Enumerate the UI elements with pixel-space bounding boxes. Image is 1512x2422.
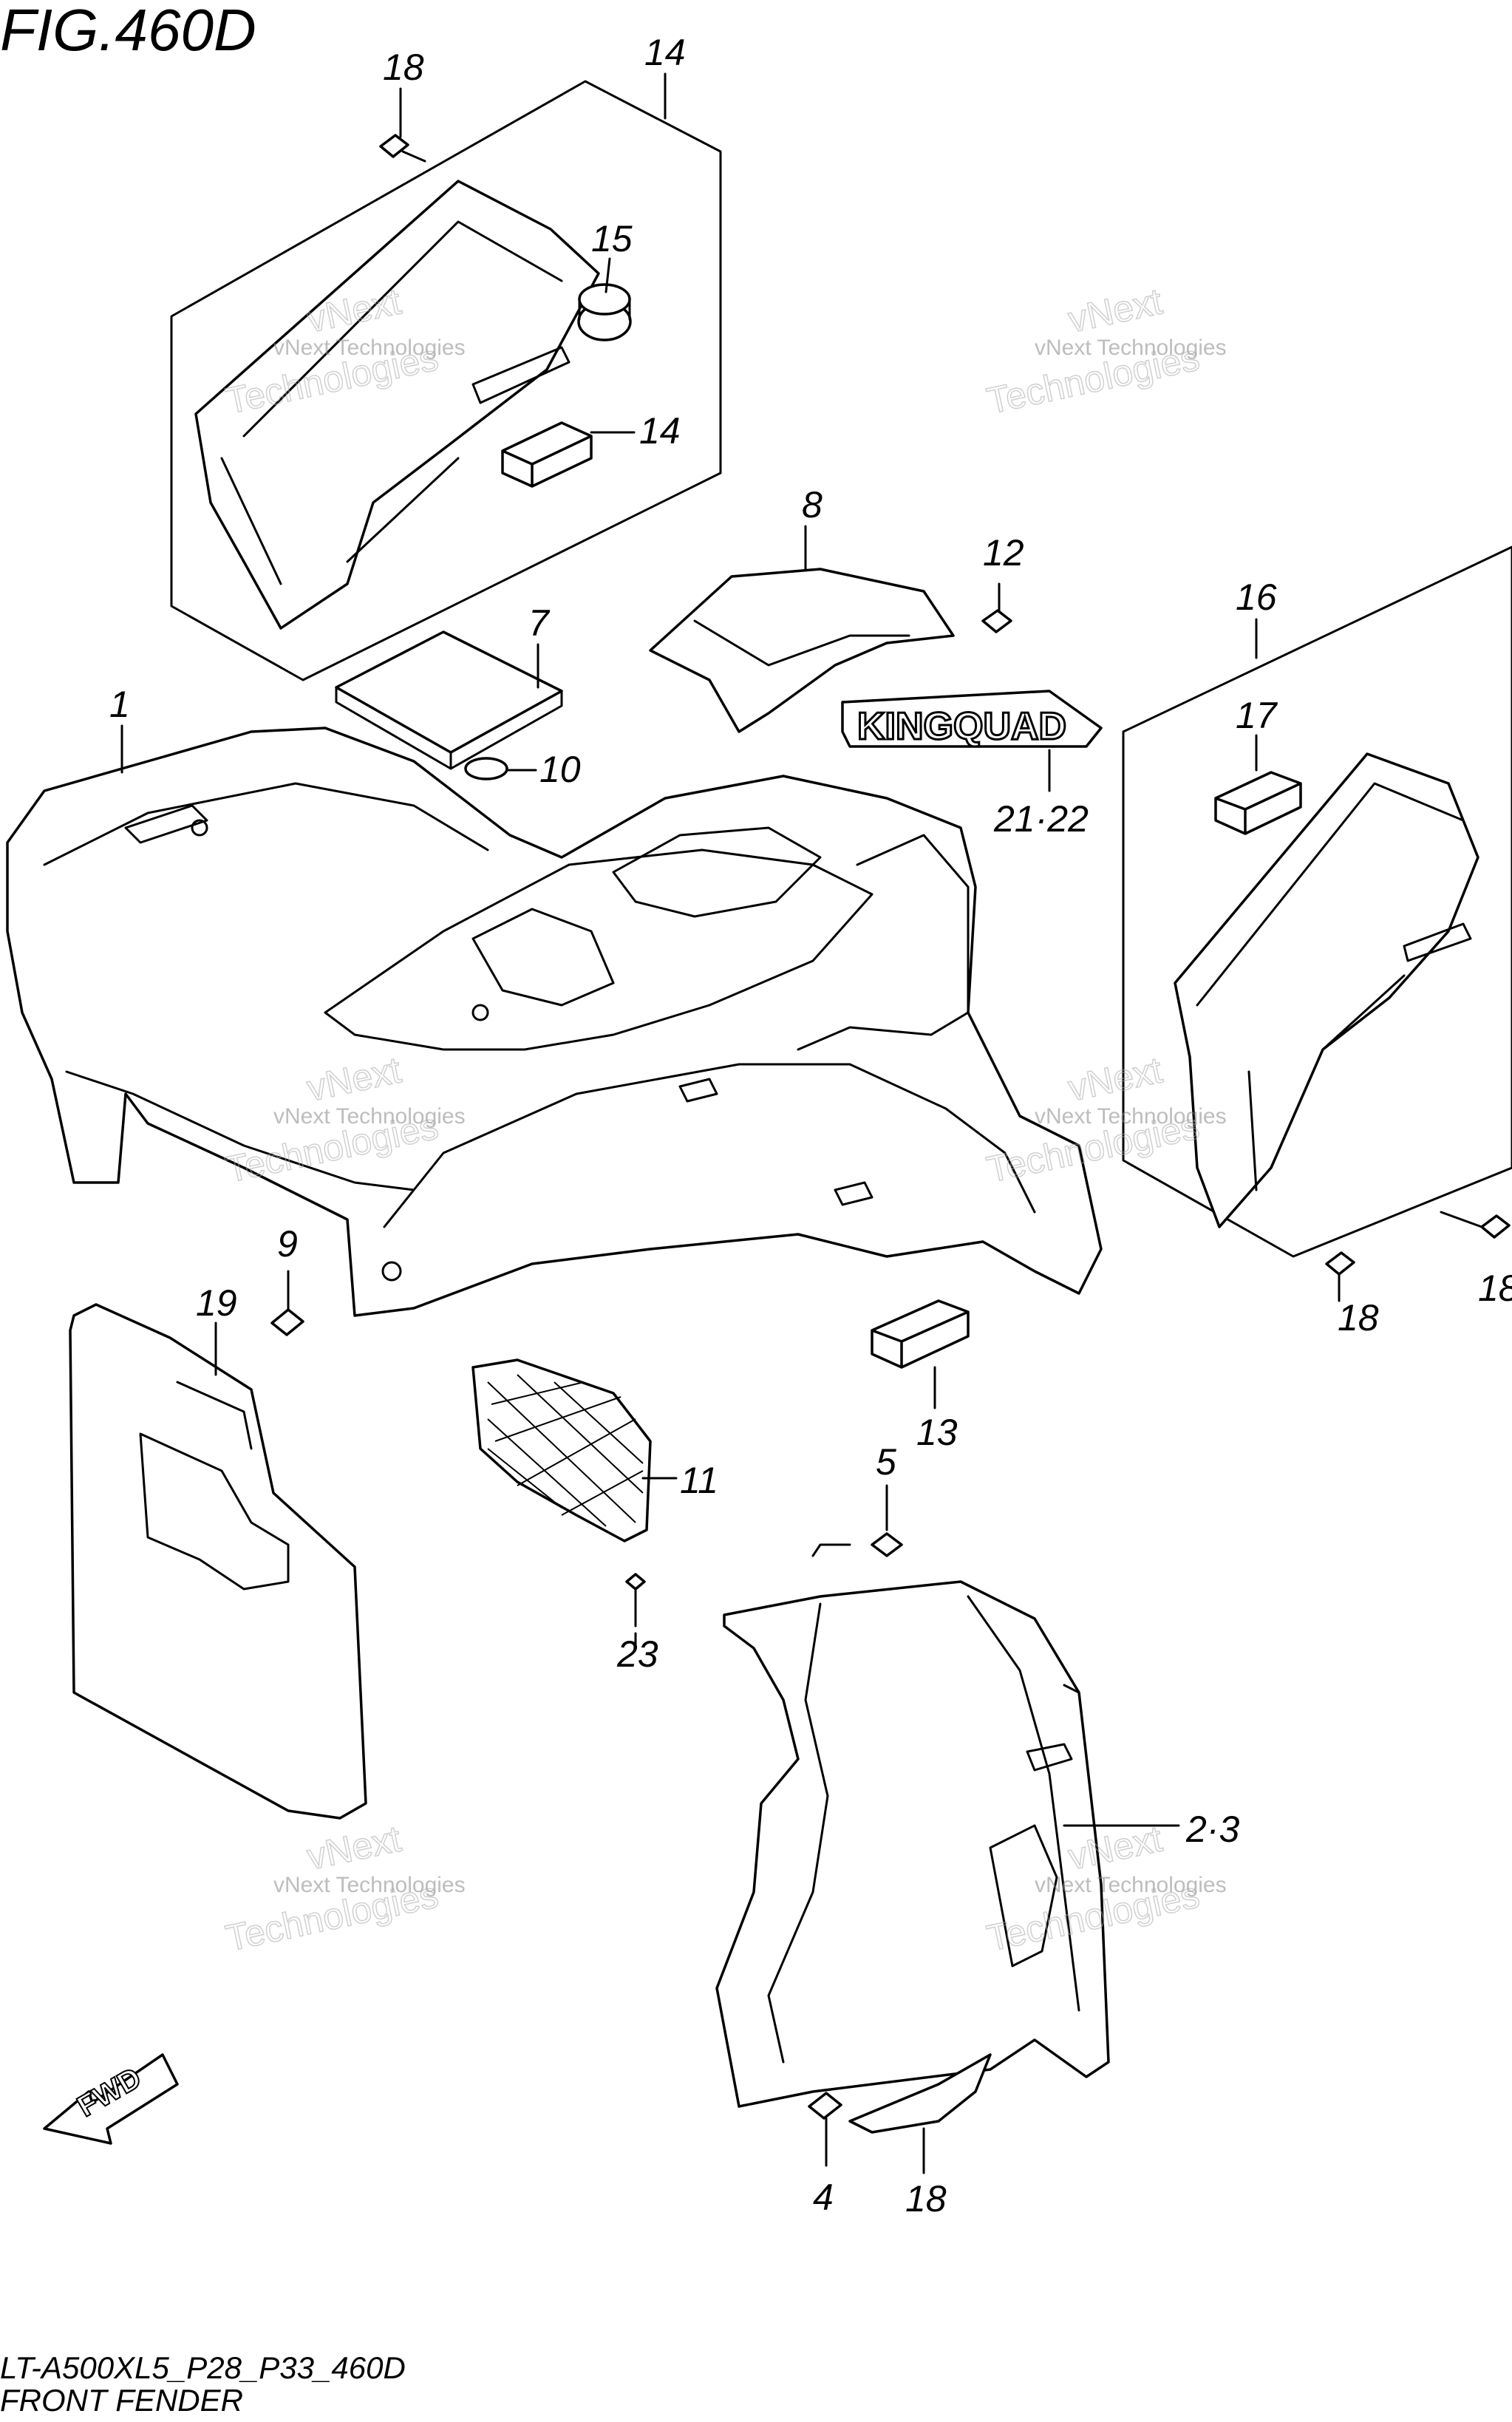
fwd-arrow-icon: FWD xyxy=(43,2053,179,2145)
callout-17: 17 xyxy=(1236,695,1278,736)
part-18-bolt-top[interactable] xyxy=(379,134,409,158)
figure-caption: FRONT FENDER xyxy=(0,2383,243,2418)
part-13-panel[interactable] xyxy=(194,180,600,630)
part-5-clip[interactable] xyxy=(871,1532,903,1557)
group-box-13 xyxy=(170,80,722,681)
watermark-top-right: vNext Technologies vNext Technologies xyxy=(983,280,1227,423)
callout-18-edge: 18 xyxy=(1478,1268,1512,1309)
decal-text: KINGQUAD xyxy=(857,705,1066,748)
part-14-pad[interactable] xyxy=(501,421,593,488)
svg-text:vNext Technologies: vNext Technologies xyxy=(273,1104,466,1129)
model-code: LT-A500XL5_P28_P33_460D xyxy=(0,2350,406,2385)
callout-21-22: 21·22 xyxy=(993,798,1089,840)
part-8-bolt[interactable] xyxy=(270,1308,304,1336)
callout-13: 14 xyxy=(644,32,686,73)
svg-text:vNext Technologies: vNext Technologies xyxy=(1035,1104,1227,1129)
part-20-mud-guard[interactable] xyxy=(69,1303,367,1820)
svg-text:vNext: vNext xyxy=(1065,280,1166,340)
watermark-bottom-left: vNext Technologies vNext Technologies xyxy=(222,1817,466,1960)
callout-16: 16 xyxy=(1236,576,1277,618)
group-box-16 xyxy=(1122,545,1512,1258)
callout-9: 10 xyxy=(539,749,581,790)
part-16-panel[interactable] xyxy=(1174,752,1479,1228)
svg-text:vNext Technologies: vNext Technologies xyxy=(273,1873,466,1897)
svg-text:vNext Technologies: vNext Technologies xyxy=(1035,1873,1227,1897)
callout-23: 23 xyxy=(616,1633,658,1675)
part-18-bolt-right-a[interactable] xyxy=(1325,1251,1355,1276)
callout-5: 5 xyxy=(876,1441,896,1483)
part-10-grille[interactable] xyxy=(471,1358,652,1542)
part-19-strip[interactable] xyxy=(848,2053,992,2134)
part-23-screw[interactable] xyxy=(625,1573,646,1591)
part-7-headlight-cover[interactable] xyxy=(649,568,955,733)
svg-text:vNext: vNext xyxy=(304,1817,405,1877)
callout-6: 7 xyxy=(528,602,551,644)
callout-7: 8 xyxy=(802,484,823,525)
callout-8: 9 xyxy=(277,1223,298,1265)
callout-1: 1 xyxy=(109,684,130,725)
svg-text:vNext: vNext xyxy=(1065,1049,1166,1109)
callout-12: 13 xyxy=(916,1412,958,1453)
callout-18-right: 18 xyxy=(1338,1297,1379,1338)
part-12-pad[interactable] xyxy=(871,1299,970,1369)
callout-2-3: 2·3 xyxy=(1185,1809,1239,1850)
part-6-cover[interactable] xyxy=(335,630,563,754)
part-9-grommet[interactable] xyxy=(464,757,508,780)
part-2-3-inner-fender[interactable] xyxy=(715,1580,1110,2108)
callout-20: 19 xyxy=(196,1282,237,1324)
part-11-bolt[interactable] xyxy=(981,609,1012,633)
callout-15: 15 xyxy=(591,218,633,259)
callout-19: 18 xyxy=(905,2178,947,2219)
callout-4: 4 xyxy=(813,2177,834,2218)
part-18-bolt-right-b[interactable] xyxy=(1480,1214,1511,1239)
part-4-bolt[interactable] xyxy=(808,2092,842,2120)
part-17-pad[interactable] xyxy=(1214,771,1302,835)
figure-title: FIG.460D xyxy=(0,0,256,63)
callout-14: 14 xyxy=(639,410,681,452)
svg-text:vNext Technologies: vNext Technologies xyxy=(273,336,466,360)
part-1-front-fender[interactable] xyxy=(6,727,1103,1317)
callout-11: 12 xyxy=(983,532,1024,574)
part-21-22-decal[interactable] xyxy=(841,690,1103,748)
svg-text:vNext Technologies: vNext Technologies xyxy=(1035,336,1227,360)
callout-10: 11 xyxy=(680,1460,718,1501)
callout-18-top: 18 xyxy=(383,47,424,88)
